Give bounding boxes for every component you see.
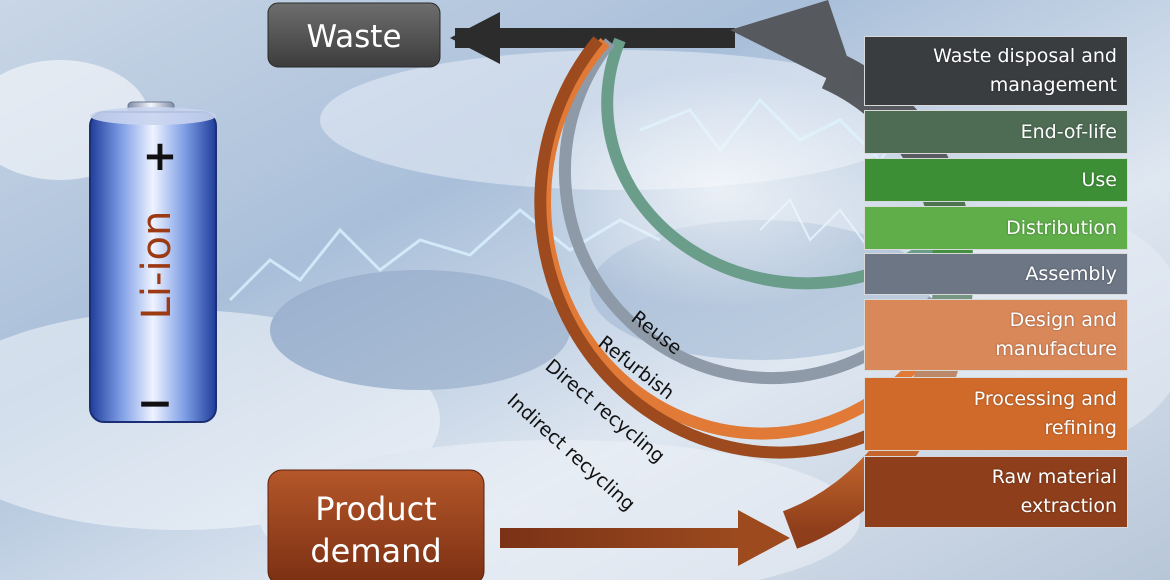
stage-assembly: Assembly [864,253,1128,295]
stage-label: Waste disposal and management [933,45,1117,96]
stage-processing-refining: Processing and refining [864,377,1128,451]
waste-arrow-head [450,12,500,64]
stage-label: Distribution [1006,216,1117,239]
stage-label: Raw material extraction [991,466,1117,517]
stage-label: End-of-life [1020,120,1117,143]
stage-use: Use [864,158,1128,202]
stage-end-of-life: End-of-life [864,110,1128,154]
main-lifecycle-arrowhead [730,0,860,95]
stage-label: Design and manufacture [995,309,1117,360]
stage-design-manufacture: Design and manufacture [864,299,1128,371]
stage-raw-material: Raw material extraction [864,456,1128,528]
product-demand-label-line: Product [315,490,437,528]
battery-top-rim [90,107,216,125]
battery-illustration: + Li-ion − [89,101,217,429]
battery-minus-sign: − [137,378,174,429]
stage-distribution: Distribution [864,206,1128,250]
stage-label: Processing and refining [973,388,1117,439]
stage-waste-disposal: Waste disposal and management [864,36,1128,106]
demand-arrow-head [738,510,790,566]
waste-label: Waste [306,19,401,55]
product-demand-box: Product demand [267,469,485,580]
stage-label: Assembly [1025,262,1117,285]
product-demand-label: Product demand [310,490,441,570]
reuse-loop-arc [601,37,936,290]
waste-box: Waste [267,2,441,68]
refurbish-loop-arc [558,38,939,385]
demand-arrow [500,510,790,566]
battery-label: Li-ion [134,211,180,320]
indirect-recycling-loop-arc [534,36,883,459]
stage-label: Use [1081,168,1118,191]
demand-arrow-shaft [500,528,740,548]
product-demand-label-line: demand [310,532,441,570]
battery-plus-sign: + [142,131,177,180]
